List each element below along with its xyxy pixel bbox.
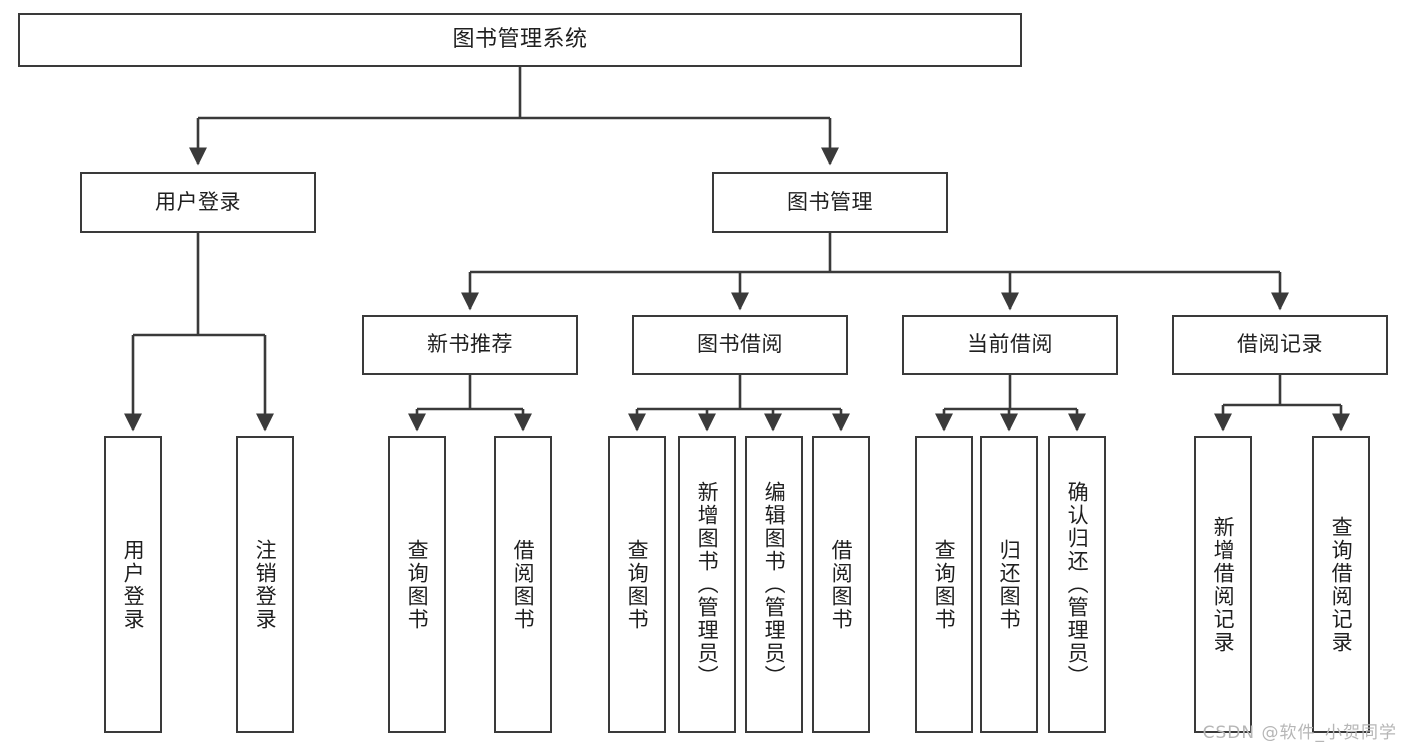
node-label: 新书推荐 bbox=[427, 332, 513, 357]
node-label: 借阅图书 bbox=[511, 538, 536, 631]
node-label: 确认归还（管理员） bbox=[1065, 481, 1090, 688]
node-leaf-query-book-current[interactable]: 查询图书 bbox=[915, 436, 973, 733]
node-leaf-user-login[interactable]: 用户登录 bbox=[104, 436, 162, 733]
node-label: 用户登录 bbox=[155, 189, 241, 214]
node-label: 查询图书 bbox=[405, 538, 430, 631]
node-label: 图书管理系统 bbox=[452, 26, 588, 52]
node-leaf-confirm-return[interactable]: 确认归还（管理员） bbox=[1048, 436, 1106, 733]
node-leaf-borrow-book-recommend[interactable]: 借阅图书 bbox=[494, 436, 552, 733]
node-label: 归还图书 bbox=[997, 538, 1022, 631]
node-user-login[interactable]: 用户登录 bbox=[80, 172, 316, 233]
node-label: 当前借阅 bbox=[967, 332, 1053, 357]
node-label: 编辑图书（管理员） bbox=[762, 481, 787, 688]
node-leaf-logout-login[interactable]: 注销登录 bbox=[236, 436, 294, 733]
node-label: 新增借阅记录 bbox=[1211, 515, 1236, 654]
node-root-book-management-system[interactable]: 图书管理系统 bbox=[18, 13, 1022, 67]
node-borrow-record[interactable]: 借阅记录 bbox=[1172, 315, 1388, 375]
node-label: 查询借阅记录 bbox=[1329, 515, 1354, 654]
node-leaf-return-book[interactable]: 归还图书 bbox=[980, 436, 1038, 733]
node-label: 查询图书 bbox=[932, 538, 957, 631]
node-current-borrow[interactable]: 当前借阅 bbox=[902, 315, 1118, 375]
node-label: 新增图书（管理员） bbox=[695, 481, 720, 688]
node-label: 查询图书 bbox=[625, 538, 650, 631]
watermark-text: CSDN @软件_小贺同学 bbox=[1202, 723, 1397, 743]
node-label: 注销登录 bbox=[253, 538, 278, 631]
node-leaf-query-borrow-record[interactable]: 查询借阅记录 bbox=[1312, 436, 1370, 733]
node-label: 图书借阅 bbox=[697, 332, 783, 357]
node-new-book-recommend[interactable]: 新书推荐 bbox=[362, 315, 578, 375]
node-book-manage[interactable]: 图书管理 bbox=[712, 172, 948, 233]
node-leaf-query-book-recommend[interactable]: 查询图书 bbox=[388, 436, 446, 733]
node-leaf-edit-book[interactable]: 编辑图书（管理员） bbox=[745, 436, 803, 733]
node-label: 借阅记录 bbox=[1237, 332, 1323, 357]
node-label: 图书管理 bbox=[787, 189, 873, 214]
node-label: 借阅图书 bbox=[829, 538, 854, 631]
node-leaf-query-book-borrow[interactable]: 查询图书 bbox=[608, 436, 666, 733]
node-leaf-borrow-book[interactable]: 借阅图书 bbox=[812, 436, 870, 733]
node-leaf-add-borrow-record[interactable]: 新增借阅记录 bbox=[1194, 436, 1252, 733]
node-leaf-add-book[interactable]: 新增图书（管理员） bbox=[678, 436, 736, 733]
node-label: 用户登录 bbox=[121, 538, 146, 631]
node-book-borrow[interactable]: 图书借阅 bbox=[632, 315, 848, 375]
